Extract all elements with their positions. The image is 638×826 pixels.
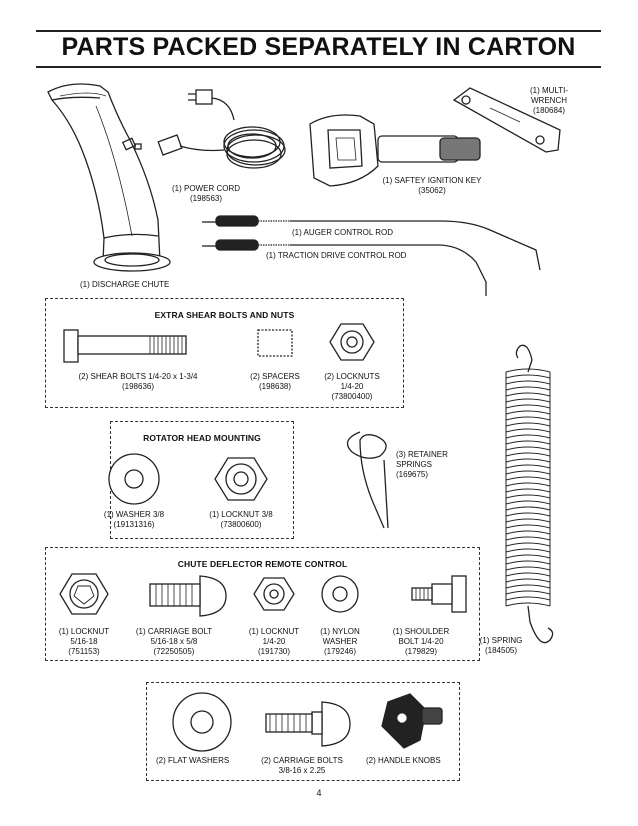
retainer-line1: (3) RETAINER: [396, 450, 448, 459]
ignition-key-number: (35062): [418, 186, 446, 195]
carriage-bolt-5-16-drawing: [149, 575, 227, 617]
spacers-name: (2) SPACERS: [250, 372, 300, 381]
locknut-5-16-size: 5/16-18: [70, 637, 98, 646]
locknut-5-16-name: (1) LOCKNUT: [58, 627, 110, 636]
locknut-5-16-number: (751153): [68, 647, 100, 656]
title-top-rule: [36, 30, 601, 32]
power-cord-label: (1) POWER CORD (198563): [160, 184, 252, 204]
washer-3-8-drawing: [108, 453, 160, 505]
multi-wrench-number: (180684): [532, 106, 566, 115]
locknut-1-4-size: 1/4-20: [262, 637, 286, 646]
locknut-1-4-drawing: [253, 577, 295, 611]
locknut-3-8-label: (1) LOCKNUT 3/8 (73800600): [198, 510, 284, 530]
washer-3-8-name: (1) WASHER 3/8: [103, 510, 165, 519]
discharge-chute-drawing: [47, 83, 171, 272]
shoulder-bolt-line2: BOLT 1/4-20: [398, 637, 444, 646]
shoulder-bolt-label: (1) SHOULDER BOLT 1/4-20 (179829): [388, 627, 454, 657]
retainer-line2: SPRINGS: [396, 460, 433, 469]
shoulder-bolt-drawing: [411, 575, 467, 613]
locknuts-size: 1/4-20: [340, 382, 364, 391]
nylon-washer-label: (1) NYLON WASHER (179246): [312, 627, 368, 657]
locknut-5-16-label: (1) LOCKNUT 5/16-18 (751153): [56, 627, 112, 657]
title-bottom-rule: [36, 66, 601, 68]
bottom-parts-box: [146, 682, 460, 781]
rotator-box-title: ROTATOR HEAD MOUNTING: [143, 433, 261, 443]
locknut-3-8-number: (73800600): [220, 520, 262, 529]
carriage-bolt-5-16-label: (1) CARRIAGE BOLT 5/16-18 x 5/8 (7225050…: [128, 627, 220, 657]
spacer-drawing: [257, 329, 293, 357]
carriage-bolt-5-16-number: (72250505): [153, 647, 195, 656]
discharge-chute-label: (1) DISCHARGE CHUTE: [80, 280, 170, 289]
locknut-1-4-name: (1) LOCKNUT: [248, 627, 300, 636]
retainer-number: (169675): [396, 470, 429, 479]
multi-wrench-drawing: [452, 87, 561, 153]
locknuts-label: (2) LOCKNUTS 1/4-20 (73800400): [320, 372, 384, 402]
shear-bolts-label: (2) SHEAR BOLTS 1/4-20 x 1-3/4 (198636): [62, 372, 214, 392]
locknut-1-4-label: (1) LOCKNUT 1/4-20 (191730): [242, 627, 306, 657]
power-cord-drawing: [157, 89, 286, 169]
page-number: 4: [316, 788, 322, 798]
ignition-key-drawing: [309, 114, 481, 187]
ignition-key-name: (1) SAFTEY IGNITION KEY: [382, 176, 482, 185]
nylon-washer-line1: (1) NYLON: [320, 627, 360, 636]
handle-knob-drawing: [381, 693, 443, 749]
power-cord-number: (198563): [189, 194, 223, 203]
traction-rod-drawing: [202, 239, 487, 296]
spring-label: (1) SPRING (184505): [474, 636, 528, 656]
carriage-bolt-5-16-name: (1) CARRIAGE BOLT: [135, 627, 213, 636]
locknut-1-4-number: (191730): [257, 647, 291, 656]
nylon-washer-drawing: [321, 575, 359, 613]
spring-name: (1) SPRING: [479, 636, 523, 645]
auger-rod-label: (1) AUGER CONTROL ROD: [292, 228, 394, 237]
page-title: PARTS PACKED SEPARATELY IN CARTON: [61, 33, 576, 61]
carriage-bolts-3-8-label: (2) CARRIAGE BOLTS 3/8-16 x 2.25: [250, 756, 354, 776]
washer-3-8-label: (1) WASHER 3/8 (19131316): [92, 510, 176, 530]
multi-wrench-line1: (1) MULTI-: [529, 86, 569, 95]
locknut-shear-drawing: [329, 323, 375, 361]
flat-washer-drawing: [172, 692, 232, 752]
shear-box-title: EXTRA SHEAR BOLTS AND NUTS: [154, 310, 295, 320]
multi-wrench-label: (1) MULTI- WRENCH (180684): [524, 86, 574, 116]
locknuts-number: (73800400): [331, 392, 373, 401]
auger-rod-drawing: [202, 215, 541, 271]
shear-bolts-name: (2) SHEAR BOLTS 1/4-20 x 1-3/4: [78, 372, 198, 381]
traction-rod-label: (1) TRACTION DRIVE CONTROL ROD: [266, 251, 407, 260]
shear-bolts-box: [45, 298, 404, 408]
carriage-bolts-3-8-name: (2) CARRIAGE BOLTS: [261, 756, 343, 765]
retainer-spring-drawing: [346, 431, 389, 529]
locknut-3-8-name: (1) LOCKNUT 3/8: [209, 510, 273, 519]
shoulder-bolt-line1: (1) SHOULDER: [392, 627, 450, 636]
spring-number: (184505): [484, 646, 518, 655]
nylon-washer-line2: WASHER: [322, 637, 358, 646]
shoulder-bolt-number: (179829): [404, 647, 438, 656]
power-cord-name: (1) POWER CORD: [172, 184, 240, 193]
spacers-label: (2) SPACERS (198638): [240, 372, 310, 392]
locknut-5-16-drawing: [59, 573, 109, 615]
shear-bolts-number: (198636): [121, 382, 155, 391]
long-spring-drawing: [505, 344, 554, 644]
flat-washers-label: (2) FLAT WASHERS: [156, 756, 230, 765]
retainer-springs-label: (3) RETAINER SPRINGS (169675): [396, 450, 448, 480]
carriage-bolts-3-8-size: 3/8-16 x 2.25: [278, 766, 326, 775]
locknut-3-8-drawing: [214, 457, 268, 501]
ignition-key-label: (1) SAFTEY IGNITION KEY (35062): [374, 176, 490, 196]
carriage-bolt-3-8-drawing: [265, 701, 351, 747]
shear-bolt-drawing: [63, 329, 187, 363]
carriage-bolt-5-16-size: 5/16-18 x 5/8: [150, 637, 198, 646]
locknuts-name: (2) LOCKNUTS: [324, 372, 380, 381]
nylon-washer-number: (179246): [323, 647, 357, 656]
chute-deflector-box: [45, 547, 480, 661]
handle-knobs-label: (2) HANDLE KNOBS: [366, 756, 441, 765]
washer-3-8-number: (19131316): [113, 520, 155, 529]
deflector-box-title: CHUTE DEFLECTOR REMOTE CONTROL: [177, 559, 348, 569]
spacers-number: (198638): [258, 382, 292, 391]
multi-wrench-line2: WRENCH: [531, 96, 567, 105]
